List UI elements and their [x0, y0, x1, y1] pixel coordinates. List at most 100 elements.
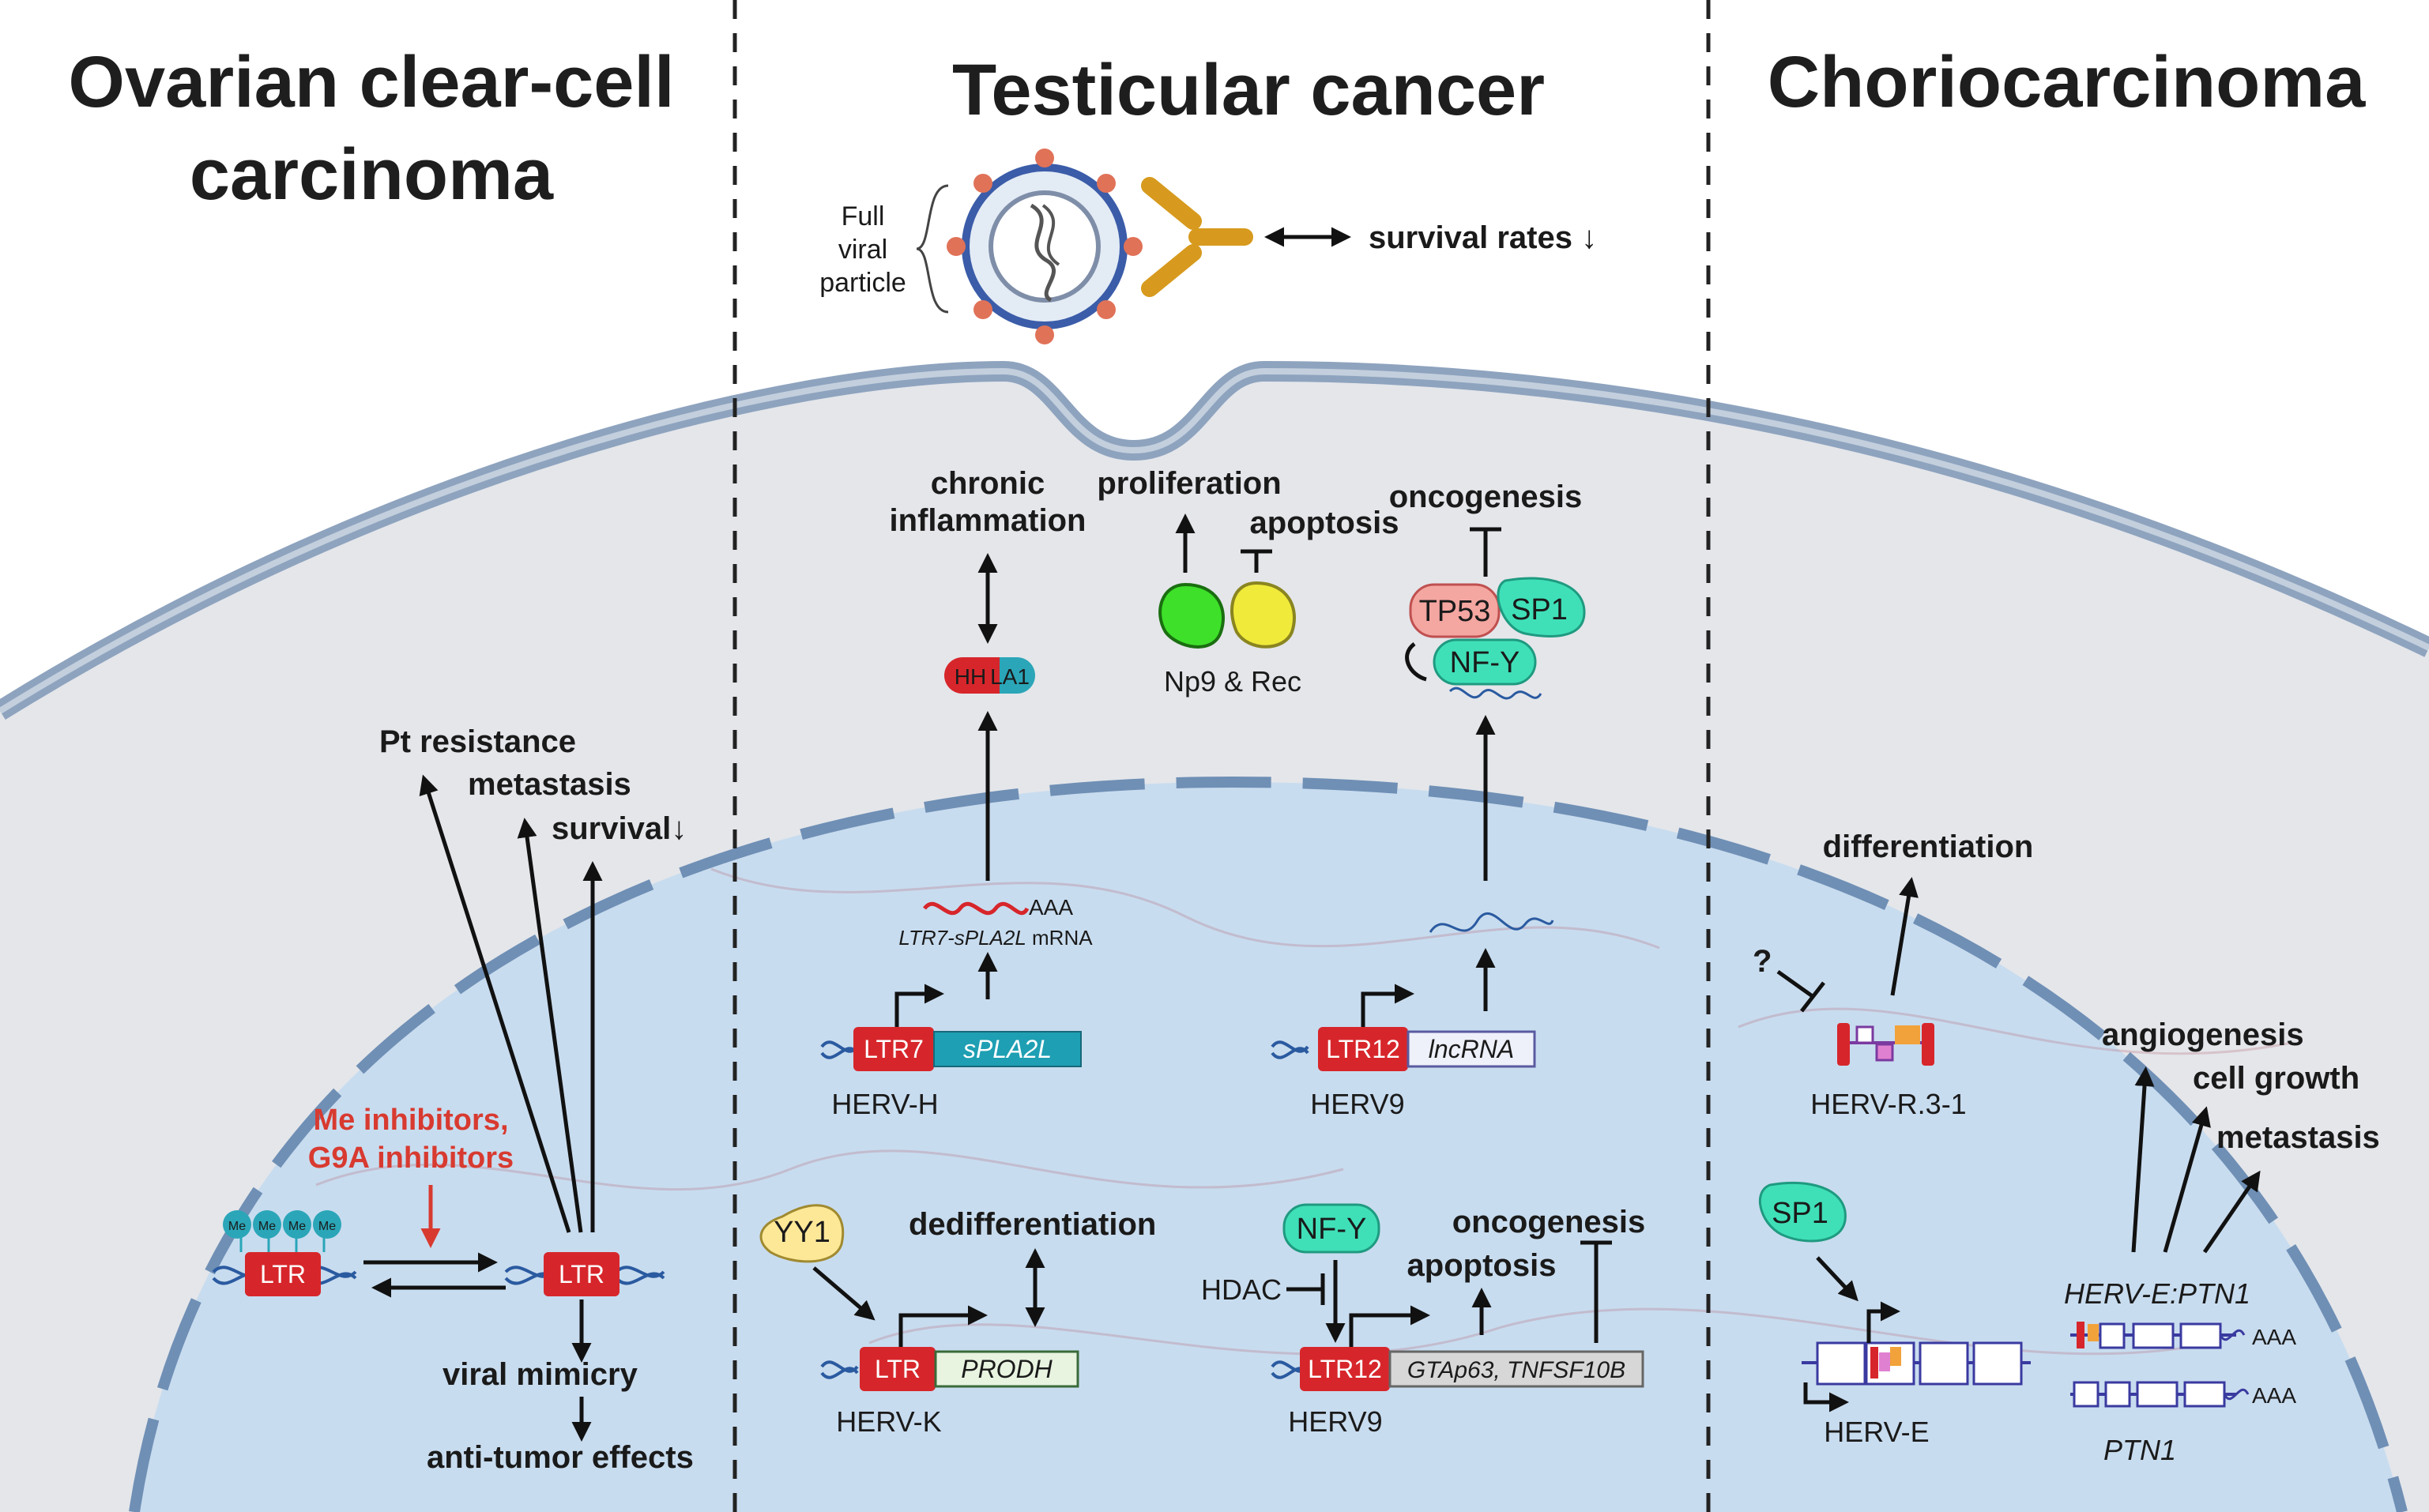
oncogenesis-top-label: oncogenesis	[1389, 480, 1583, 514]
tp53-protein	[1409, 583, 1501, 638]
ovarian-title-line2: carcinoma	[190, 134, 554, 215]
lncrna-text: lncRNA	[1429, 1035, 1514, 1063]
herv-h-locus: LTR7 sPLA2L	[820, 984, 1082, 1071]
lncrna-transcript	[1429, 912, 1554, 933]
herv-k-label: HERV-K	[836, 1405, 941, 1438]
nuclear-envelope	[129, 776, 2408, 1512]
testicular-title: Testicular cancer	[952, 50, 1545, 130]
inhibitors-line2: G9A inhibitors	[308, 1142, 514, 1175]
spla2l-text: sPLA2L	[963, 1035, 1052, 1063]
ltr12-a-text: LTR12	[1326, 1035, 1400, 1063]
aaa-1: AAA	[2252, 1325, 2296, 1349]
angiogenesis-label: angiogenesis	[2102, 1017, 2304, 1052]
arrow-metastasis	[517, 818, 583, 1233]
herv-r-label: HERV-R.3-1	[1810, 1088, 1966, 1120]
full-label-1: Full	[842, 201, 885, 231]
mrna-tail: AAA	[1029, 895, 1073, 920]
yy1-protein	[759, 1204, 845, 1263]
sp1-protein-chorio	[1758, 1181, 1847, 1243]
sp1-top-text: SP1	[1511, 593, 1568, 626]
herv9-a-label: HERV9	[1310, 1088, 1404, 1120]
nfy-protein-bottom	[1282, 1203, 1380, 1254]
nfy-bottom-text: NF-Y	[1297, 1213, 1367, 1246]
survival-label: survival↓	[552, 811, 687, 846]
question-mark: ?	[1753, 944, 1772, 979]
cell-growth-label: cell growth	[2193, 1061, 2359, 1096]
ltr-right-text: LTR	[559, 1260, 604, 1288]
sp1-protein-top	[1497, 577, 1586, 638]
metastasis-label: metastasis	[468, 767, 631, 802]
herv9-gtap63-locus: LTR12 GTAp63, TNFSF10B	[1271, 1305, 1644, 1391]
me-mark-4: Me	[318, 1220, 336, 1233]
herv-r-element	[1837, 1023, 1934, 1066]
full-label-2: viral	[838, 235, 887, 265]
prodh-text: PRODH	[961, 1355, 1053, 1383]
herv-k-locus: LTR PRODH	[820, 1305, 1079, 1391]
proliferation-label: proliferation	[1097, 466, 1281, 501]
mrna-label: LTR7-sPLA2L mRNA	[898, 926, 1093, 950]
arrow-differentiation	[1890, 877, 1919, 996]
pt-resistance-label: Pt resistance	[379, 724, 576, 759]
ptn1-label: PTN1	[2103, 1434, 2176, 1466]
herv-e-ptn1-transcript	[2070, 1322, 2246, 1349]
aaa-2: AAA	[2252, 1383, 2296, 1408]
chorio-title: Choriocarcinoma	[1768, 42, 2366, 122]
herv9-lncrna-locus: LTR12 lncRNA	[1271, 984, 1536, 1071]
nucleus	[134, 782, 2402, 1512]
survival-rates-label: survival rates ↓	[1369, 220, 1597, 255]
herv-h-label: HERV-H	[831, 1088, 938, 1120]
chorio-metastasis-label: metastasis	[2216, 1120, 2380, 1155]
ltr-right: LTR	[504, 1252, 665, 1296]
me-mark-2: Me	[258, 1220, 276, 1233]
arrow-yy1	[812, 1266, 876, 1321]
rec-protein	[1230, 581, 1296, 649]
ltr-k-text: LTR	[875, 1355, 921, 1383]
ltr12-b-text: LTR12	[1308, 1355, 1382, 1383]
particle-brace	[916, 184, 949, 314]
me-mark-3: Me	[288, 1220, 306, 1233]
differentiation-label: differentiation	[1823, 829, 2034, 864]
chronic-label-2: inflammation	[890, 503, 1086, 538]
me-mark-1: Me	[228, 1220, 246, 1233]
arrow-cell-growth	[2163, 1106, 2211, 1253]
apoptosis-top-label: apoptosis	[1250, 506, 1399, 540]
arrow-pt-resistance	[419, 774, 571, 1233]
ltr-left-text: LTR	[260, 1260, 306, 1288]
herv9-b-label: HERV9	[1288, 1405, 1382, 1438]
viral-particle	[947, 149, 1143, 344]
dedifferentiation-label: dedifferentiation	[909, 1207, 1156, 1242]
ovarian-title-line1: Ovarian clear-cell	[68, 42, 674, 122]
herv-e-ptn1-label: HERV-E:PTN1	[2064, 1277, 2250, 1310]
hhla1-b: LA1	[990, 664, 1030, 689]
antibody-icon	[1141, 177, 1253, 297]
viral-mimicry-label: viral mimicry	[442, 1357, 638, 1392]
mrna-strand	[923, 901, 1030, 916]
sp1-chorio-text: SP1	[1772, 1197, 1828, 1230]
ltr7-text: LTR7	[864, 1035, 924, 1063]
arrow-sp1	[1816, 1256, 1858, 1302]
arrow-angiogenesis	[2131, 1066, 2155, 1253]
gtap63-text: GTAp63, TNFSF10B	[1407, 1357, 1625, 1383]
nfy-protein-top	[1433, 638, 1537, 686]
methylated-ltr: LTR Me Me Me Me	[212, 1210, 357, 1296]
np9-rec-label: Np9 & Rec	[1164, 665, 1301, 698]
hhla1-a: HH	[955, 664, 986, 689]
oncogenesis-bottom-label: oncogenesis	[1452, 1205, 1646, 1239]
tp53-text: TP53	[1419, 595, 1491, 628]
full-label-3: particle	[819, 268, 906, 298]
yy1-text: YY1	[774, 1216, 830, 1249]
nfy-top-text: NF-Y	[1450, 646, 1520, 679]
herv-e-locus	[1802, 1301, 2031, 1412]
ptn1-transcript	[2070, 1381, 2250, 1408]
inhibitors-line1: Me inhibitors,	[314, 1104, 509, 1137]
np9-protein	[1158, 582, 1225, 649]
inhibit-herv-r	[1776, 969, 1815, 999]
hdac-label: HDAC	[1201, 1273, 1282, 1306]
chronic-label-1: chronic	[931, 466, 1045, 501]
arrow-chorio-metastasis	[2202, 1170, 2261, 1254]
herv-e-label: HERV-E	[1824, 1416, 1929, 1448]
anti-tumor-label: anti-tumor effects	[427, 1440, 694, 1475]
apoptosis-bottom-label: apoptosis	[1407, 1248, 1557, 1283]
